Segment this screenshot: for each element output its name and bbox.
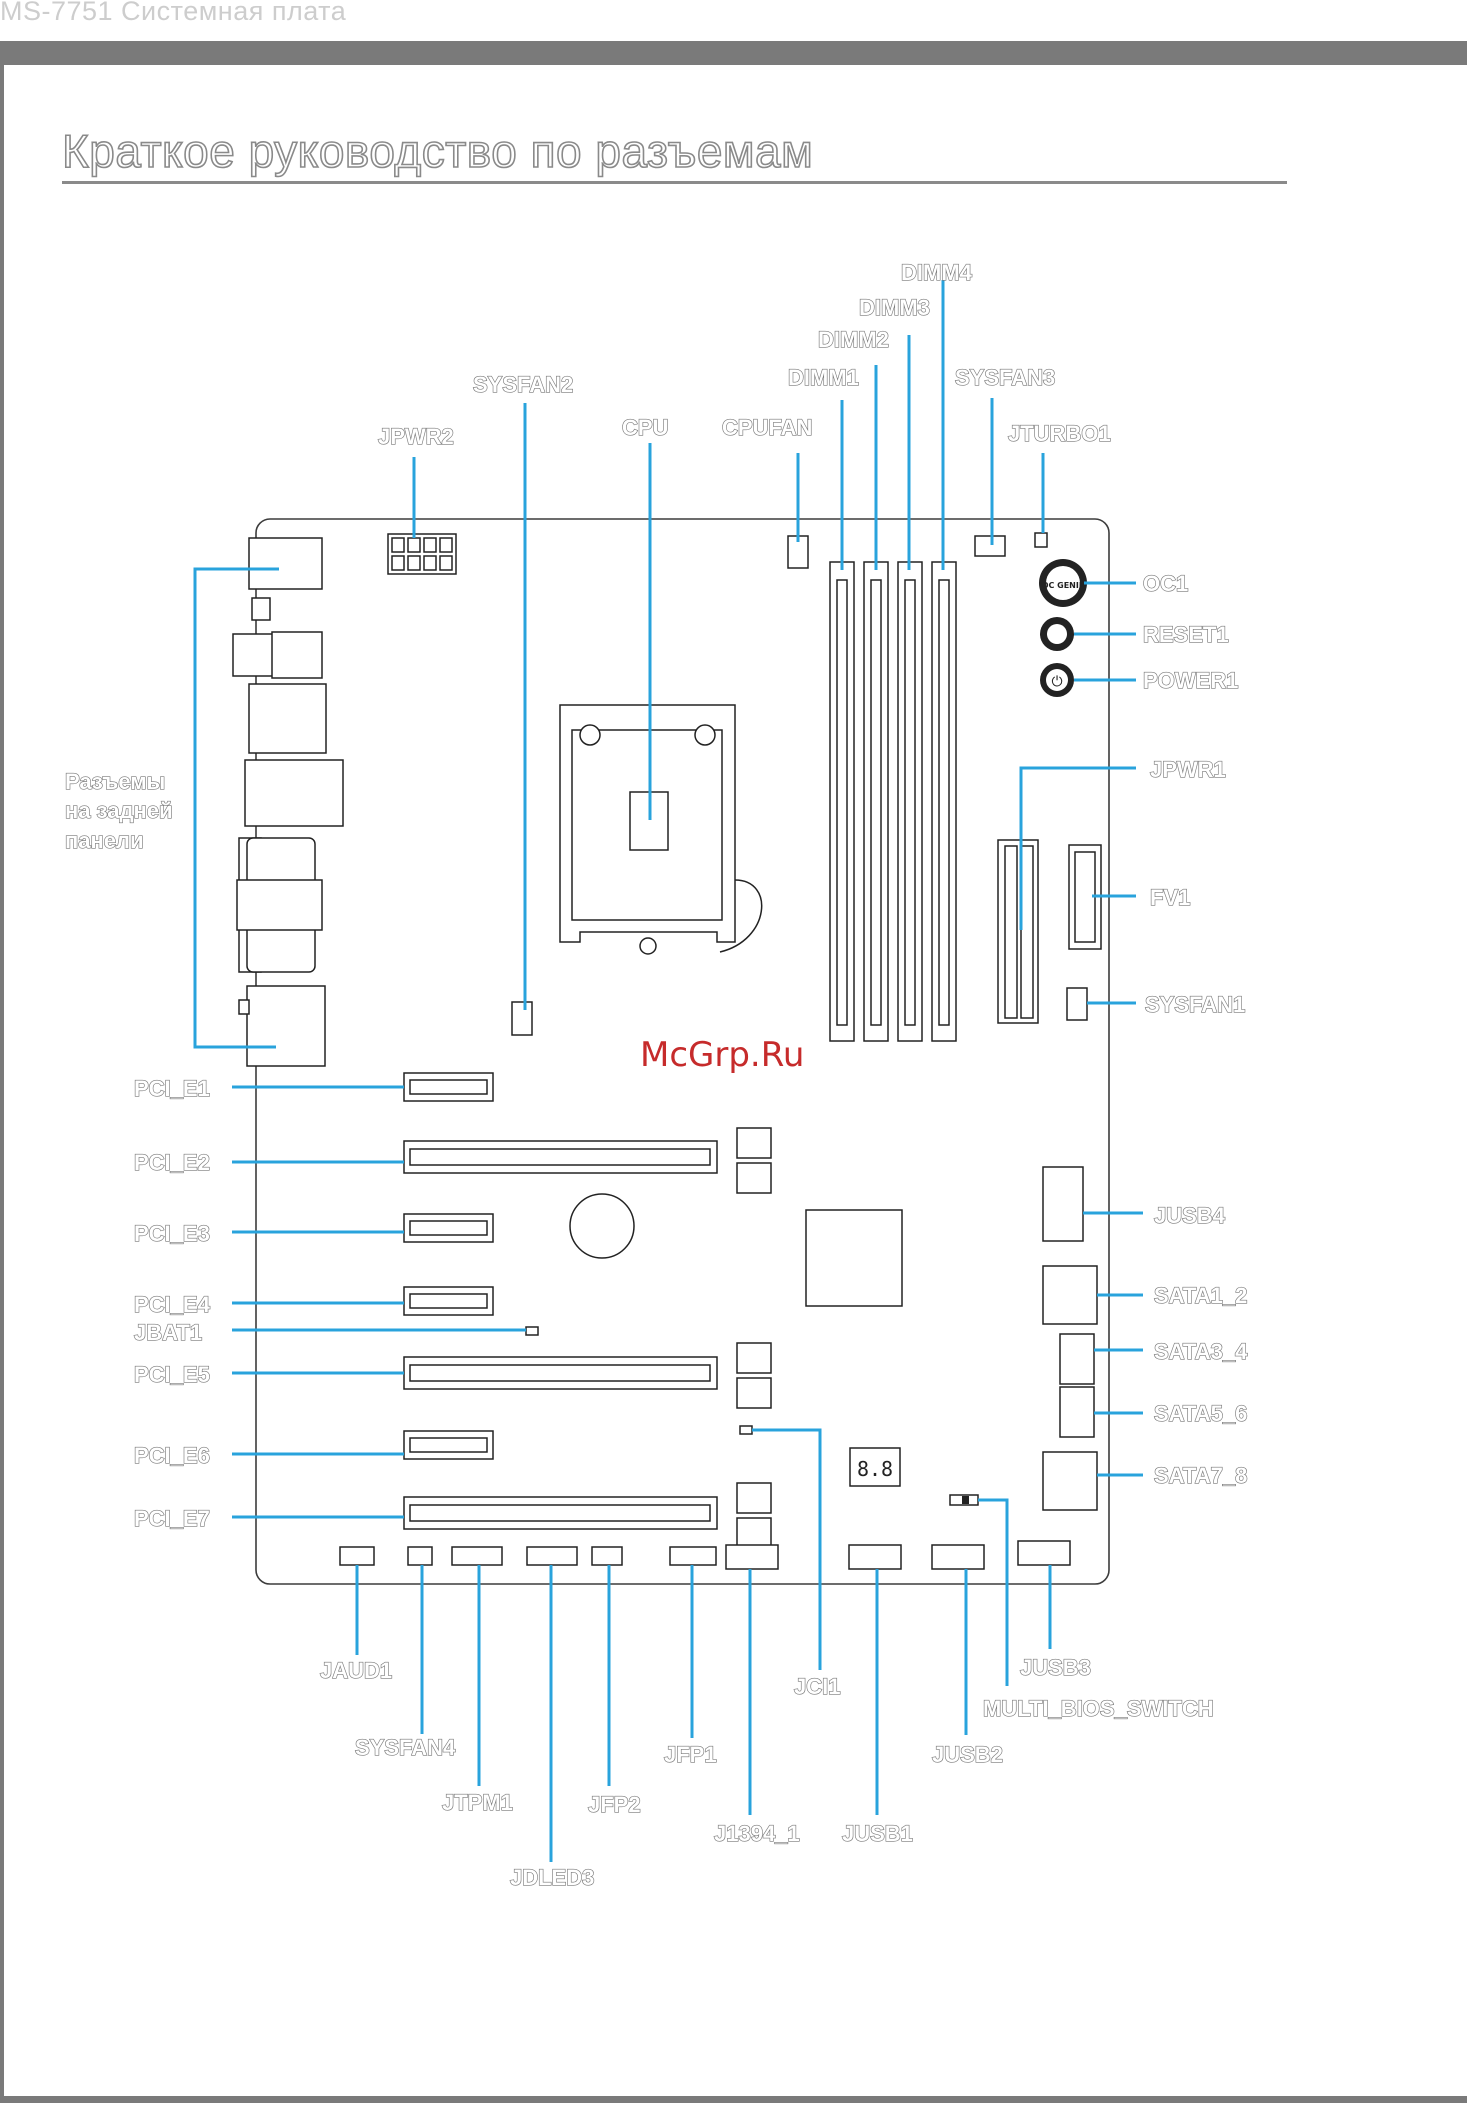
label-jusb2: JUSB2 [932,1742,1003,1767]
label-jaud1: JAUD1 [320,1658,392,1683]
j1394-1-header [725,1544,779,1570]
label-pci-e4: PCI_E4 [134,1292,211,1317]
jpwr2-connector [387,533,457,575]
label-multi-bios-switch: MULTI_BIOS_SWITCH [983,1696,1214,1721]
sata1-2-connector [1042,1265,1098,1325]
sata3-4-connector [1059,1333,1095,1385]
label-dimm3: DIMM3 [859,295,930,320]
label-cpufan: CPUFAN [722,415,812,440]
jbat1-connector [525,1326,539,1336]
label-dimm4: DIMM4 [901,260,973,285]
label-sysfan2: SYSFAN2 [473,372,573,397]
sysfan2-connector [511,1001,533,1036]
label-dimm2: DIMM2 [818,327,889,352]
label-jusb4: JUSB4 [1154,1203,1226,1228]
power1-button[interactable]: ⏻ [1040,663,1074,697]
dimm-slots [829,561,957,1042]
label-jtpm1: JTPM1 [442,1790,513,1815]
label-jusb1: JUSB1 [842,1821,913,1846]
jusb1-header [848,1544,902,1570]
power-icon: ⏻ [1051,674,1062,690]
label-jdled3: JDLED3 [510,1865,594,1890]
jaud1-header [339,1546,375,1566]
label-jpwr2: JPWR2 [378,424,454,449]
pci-e-slots [403,1072,772,1549]
label-cpu: CPU [622,415,668,440]
jusb2-header [931,1544,985,1570]
label-sata3-4: SATA3_4 [1154,1339,1248,1364]
header-bar [0,41,1467,65]
label-oc1: OC1 [1143,571,1188,596]
label-pci-e1: PCI_E1 [134,1076,210,1101]
label-sysfan4: SYSFAN4 [355,1735,456,1760]
label-rear-panel-2: на задней [65,798,173,823]
jpwr1-connector [997,839,1039,1024]
label-rear-panel-1: Разъемы [65,769,165,794]
rear-io-panel [232,537,344,1067]
label-dimm1: DIMM1 [788,365,859,390]
jci1-connector [739,1425,753,1435]
label-pci-e6: PCI_E6 [134,1443,210,1468]
label-fv1: FV1 [1150,885,1190,910]
jfp2-header [591,1546,623,1566]
jusb3-header [1017,1540,1071,1566]
oc-genie-glyph: OC GENIE [1042,581,1085,590]
label-pci-e5: PCI_E5 [134,1362,210,1387]
document-header-title: MS-7751 Системная плата [0,0,347,26]
label-jbat1: JBAT1 [134,1320,202,1345]
jfp1-header [669,1546,717,1566]
sysfan1-connector [1066,987,1088,1021]
sata7-8-connector [1042,1451,1098,1511]
label-sata7-8: SATA7_8 [1154,1463,1247,1488]
svg-text:8.8: 8.8 [857,1457,893,1481]
label-pci-e2: PCI_E2 [134,1150,210,1175]
label-jfp2: JFP2 [588,1792,641,1817]
jturbo1-connector [1034,532,1048,548]
oc1-button[interactable]: OC GENIE [1039,559,1087,607]
label-power1: POWER1 [1143,668,1238,693]
sata5-6-connector [1059,1386,1095,1438]
label-jturbo1: JTURBO1 [1008,421,1111,446]
sysfan3-connector [974,535,1006,557]
debug-led-display: 8.8 [849,1447,901,1487]
left-border [0,41,4,2103]
label-sata1-2: SATA1_2 [1154,1283,1247,1308]
label-pci-e7: PCI_E7 [134,1506,210,1531]
label-pci-e3: PCI_E3 [134,1221,210,1246]
label-sata5-6: SATA5_6 [1154,1401,1247,1426]
label-jfp1: JFP1 [664,1742,717,1767]
label-jpwr1: JPWR1 [1150,757,1226,782]
label-sysfan1: SYSFAN1 [1145,992,1245,1017]
label-jci1: JCI1 [794,1674,840,1699]
section-title-underline [62,181,1287,184]
sysfan4-header [407,1546,433,1566]
chipset [805,1209,903,1307]
section-title: Краткое руководство по разъемам [61,124,814,178]
jdled3-header [526,1546,578,1566]
cpu-socket [559,704,763,955]
jtpm1-header [451,1546,503,1566]
multi-bios-switch[interactable] [949,1494,979,1506]
bottom-border [0,2096,1467,2103]
label-j1394-1: J1394_1 [714,1821,800,1846]
label-rear-panel-3: панели [65,828,144,853]
jusb4-connector [1042,1166,1084,1242]
label-sysfan3: SYSFAN3 [955,365,1055,390]
cmos-battery [569,1193,635,1259]
leader-lines [193,280,1143,1862]
reset1-button[interactable] [1040,617,1074,651]
watermark: McGrp.Ru [640,1035,804,1075]
label-jusb3: JUSB3 [1020,1655,1091,1680]
label-reset1: RESET1 [1143,622,1229,647]
